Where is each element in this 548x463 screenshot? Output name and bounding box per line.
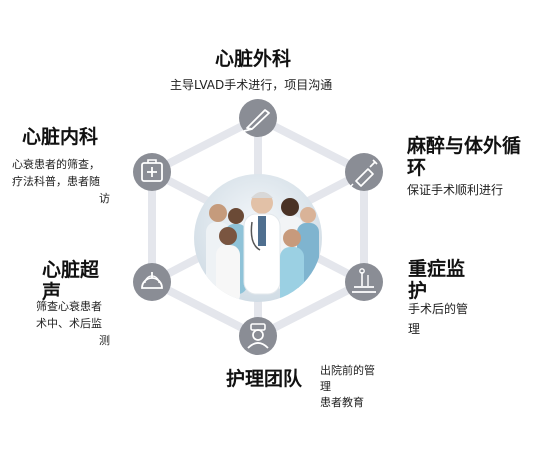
title-line: 心脏超 [42, 259, 100, 281]
desc-line: 筛查心衰患者 [36, 300, 102, 313]
title-line: 麻醉与体外循 [407, 135, 522, 157]
desc-line: 心衰患者的筛查， [12, 158, 100, 171]
node-title-icu: 重症监 护 [408, 258, 478, 302]
desc-line: 理 [408, 322, 421, 336]
desc-line: 患者教育 [320, 396, 364, 409]
icu-bed-icon [345, 263, 383, 301]
node-title-echocardiography: 心脏超 声 [42, 259, 112, 303]
medical-team-photo [194, 174, 322, 302]
title-line: 环 [407, 157, 427, 179]
scalpel-icon [239, 99, 277, 137]
node-desc-nursing: 出院前的管 理 患者教育 [320, 363, 375, 411]
node-desc-cardiology: 心衰患者的筛查， 疗法科普，患者随 访 [12, 156, 110, 207]
desc-line: 术中、术后监 [36, 317, 102, 330]
desc-line: 访 [99, 192, 110, 205]
node-title-cardiac-surgery: 心脏外科 [215, 48, 292, 70]
node-desc-echocardiography: 筛查心衰患者 术中、术后监 测 [36, 298, 116, 349]
title-line: 声 [42, 281, 62, 303]
desc-line: 理 [320, 380, 331, 393]
nurse-icon [239, 317, 277, 355]
node-title-cardiology: 心脏内科 [22, 126, 99, 148]
desc-line: 手术后的管 [408, 302, 469, 316]
title-line: 重症监 [408, 258, 466, 280]
desc-line: 出院前的管 [320, 364, 375, 377]
node-desc-cardiac-surgery: 主导LVAD手术进行，项目沟通 [170, 78, 333, 92]
desc-line: 疗法科普，患者随 [12, 175, 100, 188]
desc-line: 测 [99, 334, 110, 347]
syringe-icon [345, 153, 383, 191]
ultrasound-icon [133, 263, 171, 301]
node-desc-anesthesia: 保证手术顺利进行 [407, 183, 504, 197]
node-title-nursing: 护理团队 [226, 368, 303, 390]
node-desc-icu: 手术后的管 理 [408, 299, 468, 339]
title-line: 护 [408, 280, 428, 302]
node-title-anesthesia: 麻醉与体外循 环 [407, 135, 532, 179]
medical-kit-icon [133, 153, 171, 191]
